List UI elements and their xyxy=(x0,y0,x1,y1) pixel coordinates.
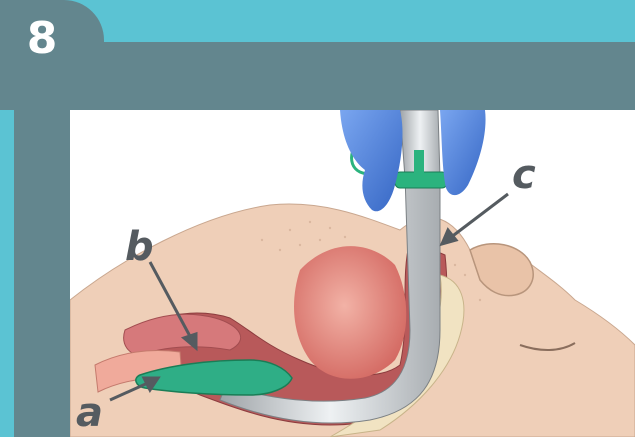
medical-illustration: a b c xyxy=(70,110,635,437)
label-c: c xyxy=(512,152,536,198)
tongue xyxy=(294,246,406,379)
arrow-c xyxy=(450,194,508,238)
label-a: a xyxy=(76,390,103,436)
gloved-fingers-right xyxy=(440,110,486,195)
label-b: b xyxy=(125,224,154,270)
gloved-fingers-left xyxy=(340,110,402,211)
step-number: 8 xyxy=(14,14,70,64)
left-accent-strip xyxy=(0,110,14,437)
airway-diagram: a b c xyxy=(70,110,635,437)
tube-collar xyxy=(395,172,447,188)
tube-connector xyxy=(414,150,424,174)
step-number-tab: 8 xyxy=(0,0,104,110)
